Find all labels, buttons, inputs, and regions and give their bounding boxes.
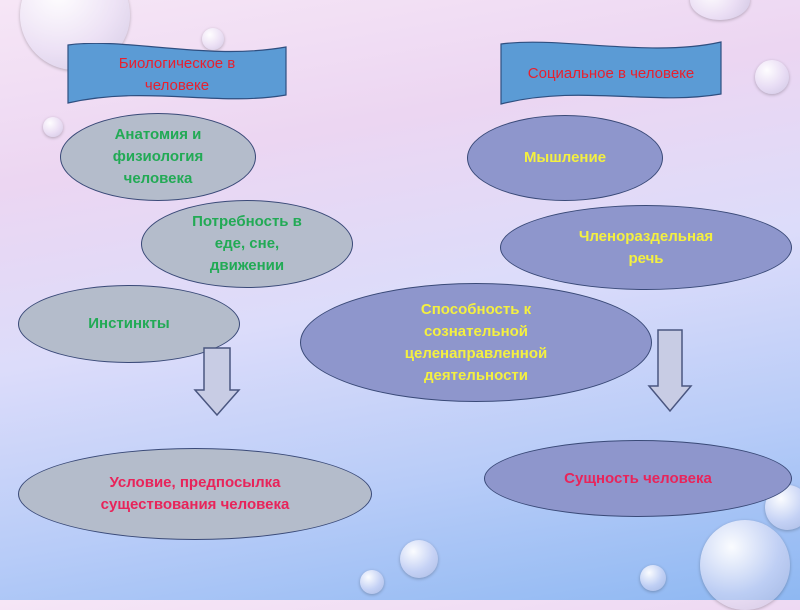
bubble-decoration bbox=[755, 60, 789, 94]
bubble-decoration bbox=[400, 540, 438, 578]
bubble-decoration bbox=[202, 28, 224, 50]
left-result-ellipse: Условие, предпосылка существования челов… bbox=[18, 448, 372, 540]
bubble-decoration bbox=[640, 565, 666, 591]
social-speech-ellipse: Членораздельная речь bbox=[500, 205, 792, 290]
down-arrow-icon bbox=[193, 347, 241, 417]
bio-needs-ellipse: Потребность в еде, сне, движении bbox=[141, 200, 353, 288]
right-result-ellipse: Сущность человека bbox=[484, 440, 792, 517]
bubble-decoration bbox=[700, 520, 790, 610]
right-header-banner: Социальное в человеке bbox=[500, 40, 722, 108]
social-thinking-ellipse: Мышление bbox=[467, 115, 663, 201]
social-activity-ellipse: Способность к сознательной целенаправлен… bbox=[300, 283, 652, 402]
bio-instincts-ellipse: Инстинкты bbox=[18, 285, 240, 363]
left-header-text: Биологическое в человеке bbox=[118, 55, 236, 94]
wave-banner-shape bbox=[67, 43, 287, 104]
right-header-text: Социальное в человеке bbox=[527, 65, 695, 82]
wave-banner-shape bbox=[500, 41, 722, 105]
bubble-decoration bbox=[43, 117, 63, 137]
down-arrow-icon bbox=[647, 329, 693, 413]
bubble-decoration bbox=[690, 0, 750, 20]
bio-anatomy-ellipse: Анатомия и физиология человека bbox=[60, 113, 256, 201]
bubble-decoration bbox=[360, 570, 384, 594]
left-header-banner: Биологическое в человеке bbox=[67, 43, 287, 107]
